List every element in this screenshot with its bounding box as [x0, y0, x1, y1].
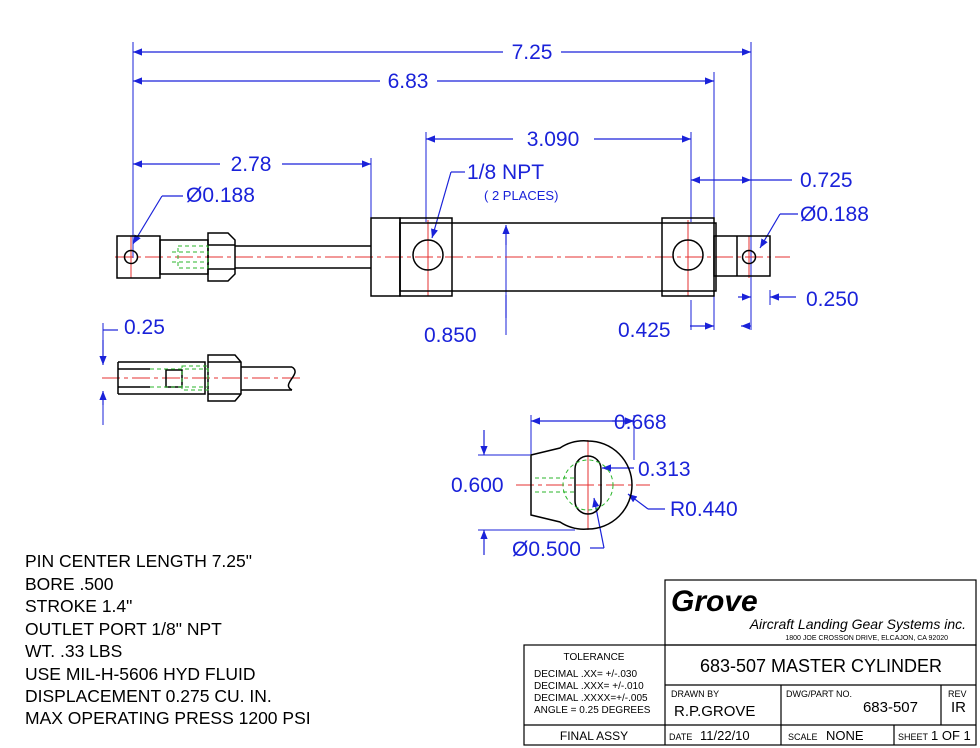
port-left — [412, 239, 444, 271]
dim-eye-radius: R0.440 — [670, 498, 738, 521]
dim-body-dia: 0.850 — [424, 324, 477, 347]
note-line: OUTLET PORT 1/8" NPT — [25, 619, 222, 639]
left-rod-eye — [116, 235, 161, 279]
dim-port-note: ( 2 PLACES) — [484, 188, 558, 203]
note-line: PIN CENTER LENGTH 7.25" — [25, 551, 252, 571]
drawn-by-label: DRAWN BY — [671, 689, 719, 699]
dim-clevis-slot: 0.25 — [124, 316, 165, 339]
hidden-lines-main — [172, 245, 209, 269]
tolerance-line: DECIMAL .XXX= +/-.010 — [534, 681, 644, 692]
scale-value: NONE — [826, 728, 864, 743]
note-line: USE MIL-H-5606 HYD FLUID — [25, 664, 255, 684]
tolerance-line: DECIMAL .XX= +/-.030 — [534, 669, 637, 680]
sheet-value: 1 OF 1 — [931, 728, 971, 743]
dim-eye-height: 0.600 — [451, 474, 504, 497]
dim-port: 1/8 NPT — [467, 161, 544, 184]
hidden-lines-eye — [535, 459, 614, 511]
date-label: DATE — [669, 732, 692, 742]
dwg-no-label: DWG/PART NO. — [786, 689, 852, 699]
dim-eye-slot: 0.250 — [806, 288, 859, 311]
rev-value: IR — [951, 699, 966, 716]
company-logo: Grove — [671, 585, 758, 618]
port-boss-left — [399, 217, 453, 297]
port-right — [672, 239, 704, 271]
general-notes: PIN CENTER LENGTH 7.25" BORE .500 STROKE… — [25, 551, 311, 728]
dim-body-length: 3.090 — [527, 128, 580, 151]
right-eye-tang — [713, 235, 771, 277]
drawing-title: 683-507 MASTER CYLINDER — [700, 656, 942, 676]
cylinder-assembly — [116, 217, 771, 297]
dim-pin-dia-left: Ø0.188 — [186, 184, 255, 207]
dim-eye-width: 0.668 — [614, 411, 667, 434]
dim-eye-hole: 0.313 — [638, 458, 691, 481]
drawn-by-value: R.P.GROVE — [674, 703, 755, 720]
dim-pin-span: 6.83 — [388, 70, 429, 93]
note-line: DISPLACEMENT 0.275 CU. IN. — [25, 686, 272, 706]
right-pin-hole — [741, 249, 757, 265]
rev-label: REV — [948, 689, 967, 699]
note-line: STROKE 1.4" — [25, 596, 132, 616]
clevis-side-view — [117, 354, 296, 402]
eye-outline — [530, 440, 633, 530]
sheet-label: SHEET — [898, 732, 929, 742]
break-line — [287, 366, 296, 391]
left-pin-hole — [123, 249, 139, 265]
dim-pin-dia-right: Ø0.188 — [800, 203, 869, 226]
tolerance-line: DECIMAL .XXXX=+/-.005 — [534, 693, 648, 704]
scale-label: SCALE — [788, 732, 818, 742]
eye-slot — [574, 455, 602, 515]
dwg-no-value: 683-507 — [863, 699, 918, 716]
dim-rod-length: 2.78 — [231, 153, 272, 176]
title-block-frame — [523, 579, 977, 746]
extension-lines — [102, 42, 771, 531]
note-line: BORE .500 — [25, 574, 114, 594]
tolerance-heading: TOLERANCE — [564, 652, 625, 663]
company-name: Aircraft Landing Gear Systems inc. — [749, 616, 966, 632]
dim-overall: 7.25 — [512, 41, 553, 64]
note-line: WT. .33 LBS — [25, 641, 122, 661]
clevis-side-eye — [117, 361, 206, 395]
dim-eye-dia: Ø0.500 — [512, 538, 581, 561]
date-value: 11/22/10 — [700, 728, 750, 743]
status-label: FINAL ASSY — [560, 729, 628, 743]
company-address: 1800 JOE CROSSON DRIVE, ELCAJON, CA 9202… — [785, 635, 948, 642]
dim-eye-end: 0.725 — [800, 169, 853, 192]
eye-detail — [530, 440, 633, 530]
hidden-lines-side — [150, 365, 209, 391]
note-line: MAX OPERATING PRESS 1200 PSI — [25, 708, 311, 728]
dim-port-offset: 0.425 — [618, 319, 671, 342]
tolerance-line: ANGLE = 0.25 DEGREES — [534, 705, 651, 716]
hex-nut — [207, 232, 236, 282]
